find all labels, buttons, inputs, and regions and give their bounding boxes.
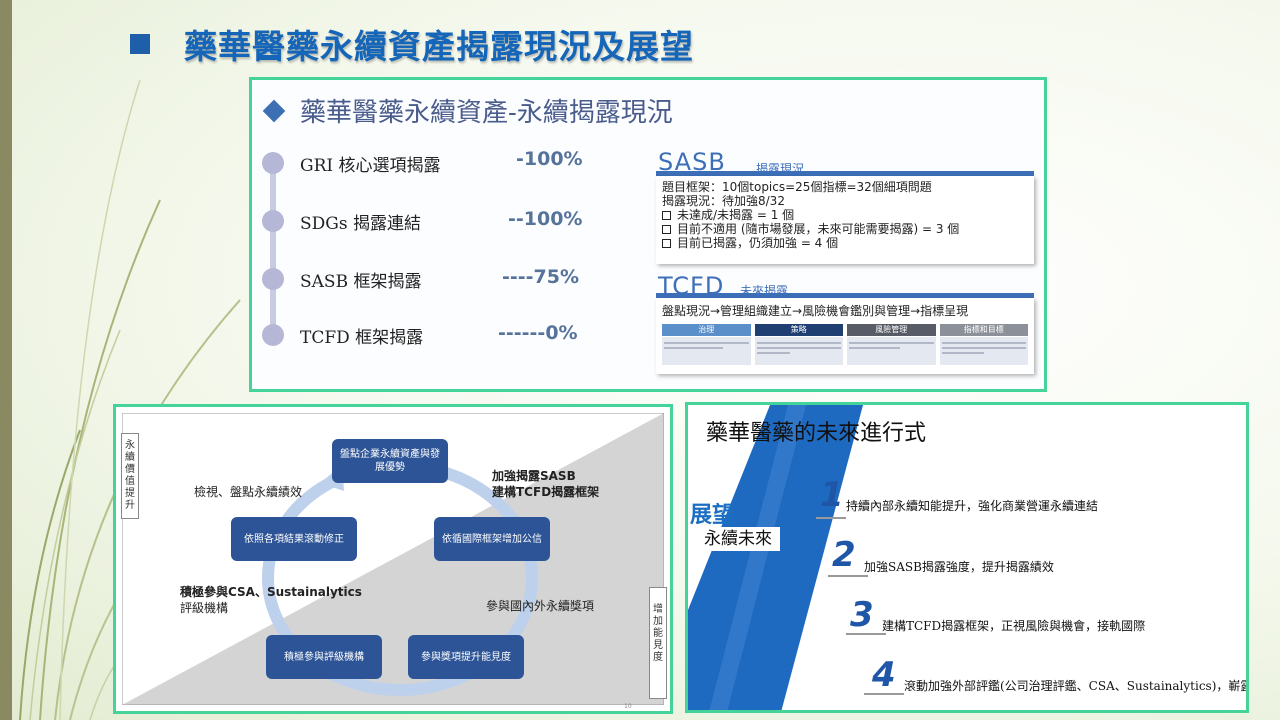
- cycle-node-inventory: 盤點企業永續資產與發展優勢: [332, 439, 448, 483]
- tcfd-column-metrics: 指標和目標: [939, 324, 1028, 365]
- tcfd-column-body: [754, 337, 843, 365]
- tcfd-column-body: [939, 337, 1028, 365]
- timeline-label: TCFD 框架揭露: [300, 327, 424, 348]
- left-accent-bar: [0, 0, 12, 720]
- item-number: 1: [820, 475, 844, 515]
- slide-title: 藥華醫藥永續資產揭露現況及展望: [184, 27, 694, 66]
- tcfd-column-head: 治理: [662, 324, 751, 336]
- tcfd-column-governance: 治理: [662, 324, 751, 365]
- item-underline: [816, 517, 846, 519]
- disclosure-status-panel: 藥華醫藥永續資產-永續揭露現況 GRI 核心選項揭露 -100% SDGs 揭露…: [249, 77, 1047, 392]
- sasb-check-item: 目前不適用 (隨市場發展，未來可能需要揭露) = 3 個: [662, 222, 1028, 236]
- cycle-panel: 永續價值提升 增加能見度 盤點企業永續資產與發展優勢 依循國際框架增加公信 參與…: [113, 404, 673, 714]
- timeline-dot: [262, 268, 284, 290]
- timeline-dot: [262, 210, 284, 232]
- future-item-text: 加強SASB揭露強度，提升揭露績效: [864, 560, 1054, 574]
- timeline-dot: [262, 324, 284, 346]
- outlook-subtitle: 永續未來: [696, 527, 780, 551]
- sasb-check-item: 未達成/未揭露 = 1 個: [662, 208, 1028, 222]
- future-panel: 藥華醫藥的未來進行式 展望 永續未來 1 持續內部永續知能提升，強化商業營運永續…: [685, 402, 1249, 713]
- outlook-heading: 展望: [690, 503, 735, 528]
- item-number: 3: [850, 595, 874, 635]
- tcfd-column-strategy: 策略: [754, 324, 843, 365]
- timeline-item-sasb: SASB 框架揭露: [262, 264, 421, 294]
- tcfd-columns: 治理 策略 風險管理 指標和目標: [662, 324, 1028, 365]
- timeline-dot: [262, 152, 284, 174]
- note-sasb-b: 建構TCFD揭露框架: [492, 485, 600, 499]
- timeline-item-tcfd: TCFD 框架揭露: [262, 320, 423, 350]
- timeline-item-gri: GRI 核心選項揭露: [262, 148, 441, 178]
- tcfd-column-head: 風險管理: [847, 324, 936, 336]
- checkbox-icon: [662, 239, 671, 248]
- future-item-text: 滾動加強外部評鑑(公司治理評鑑、CSA、Sustainalytics)，嶄露亮點: [904, 679, 1249, 693]
- note-sasb-a: 加強揭露SASB: [492, 469, 576, 483]
- timeline-label: SDGs 揭露連結: [300, 213, 421, 234]
- tcfd-column-risk: 風險管理: [847, 324, 936, 365]
- timeline-percent: -100%: [516, 148, 583, 170]
- timeline-label: GRI 核心選項揭露: [300, 155, 441, 176]
- item-number: 2: [832, 535, 856, 575]
- tcfd-detail-box: 盤點現況→管理組織建立→風險機會鑑別與管理→指標呈現 治理 策略 風險管理 指標…: [656, 298, 1034, 374]
- future-title: 藥華醫藥的未來進行式: [706, 421, 927, 446]
- note-review: 檢視、盤點永續績效: [194, 485, 303, 499]
- title-bullet-square: [130, 34, 150, 54]
- timeline-line: [270, 160, 276, 338]
- status-panel-title: 藥華醫藥永續資產-永續揭露現況: [300, 98, 673, 128]
- tcfd-column-body: [847, 337, 936, 365]
- cycle-node-ratings: 積極參與評級機構: [266, 635, 382, 679]
- blue-stripe-decoration: [688, 405, 863, 710]
- checkbox-icon: [662, 211, 671, 220]
- slide-header: 藥華醫藥永續資產揭露現況及展望: [130, 22, 694, 66]
- note-csa-b: 評級機構: [180, 601, 229, 615]
- sasb-line: 題目框架：10個topics=25個指標=32個細項問題: [662, 180, 932, 194]
- page-number: 10: [624, 703, 632, 710]
- timeline-item-sdgs: SDGs 揭露連結: [262, 206, 421, 236]
- note-csa-a: 積極參與CSA、Sustainalytics: [180, 585, 362, 599]
- side-label-right: 增加能見度: [649, 587, 667, 699]
- timeline-percent: --100%: [508, 208, 583, 230]
- future-item-text: 持續內部永續知能提升，強化商業營運永續連結: [846, 499, 1099, 513]
- item-underline: [828, 575, 868, 577]
- sasb-check-item: 目前已揭露，仍須加強 = 4 個: [662, 236, 1028, 250]
- tcfd-flow: 盤點現況→管理組織建立→風險機會鑑別與管理→指標呈現: [662, 304, 969, 318]
- tcfd-heading-bar: [656, 293, 1034, 299]
- checkbox-icon: [662, 225, 671, 234]
- timeline-percent: ------0%: [498, 322, 578, 344]
- item-underline: [864, 693, 904, 695]
- sasb-heading-bar: [656, 171, 1034, 177]
- tcfd-column-head: 指標和目標: [939, 324, 1028, 336]
- note-awards: 參與國內外永續獎項: [486, 599, 595, 613]
- tcfd-column-head: 策略: [754, 324, 843, 336]
- tcfd-column-body: [662, 337, 751, 365]
- timeline-percent: ----75%: [502, 266, 580, 288]
- item-number: 4: [872, 655, 896, 695]
- item-underline: [846, 633, 886, 635]
- sasb-line: 揭露現況：待加強8/32: [662, 194, 785, 208]
- diamond-bullet-icon: [262, 99, 286, 122]
- cycle-node-awards: 參與獎項提升能見度: [408, 635, 524, 679]
- cycle-node-frameworks: 依循國際框架增加公信: [434, 517, 550, 561]
- side-label-left: 永續價值提升: [121, 433, 139, 519]
- future-item-text: 建構TCFD揭露框架，正視風險與機會，接軌國際: [882, 619, 1146, 633]
- status-panel-header: 藥華醫藥永續資產-永續揭露現況: [262, 92, 673, 129]
- sasb-detail-box: 題目框架：10個topics=25個指標=32個細項問題 揭露現況：待加強8/3…: [656, 176, 1034, 264]
- cycle-node-rolling-correction: 依照各項結果滾動修正: [231, 517, 357, 561]
- timeline-label: SASB 框架揭露: [300, 271, 422, 292]
